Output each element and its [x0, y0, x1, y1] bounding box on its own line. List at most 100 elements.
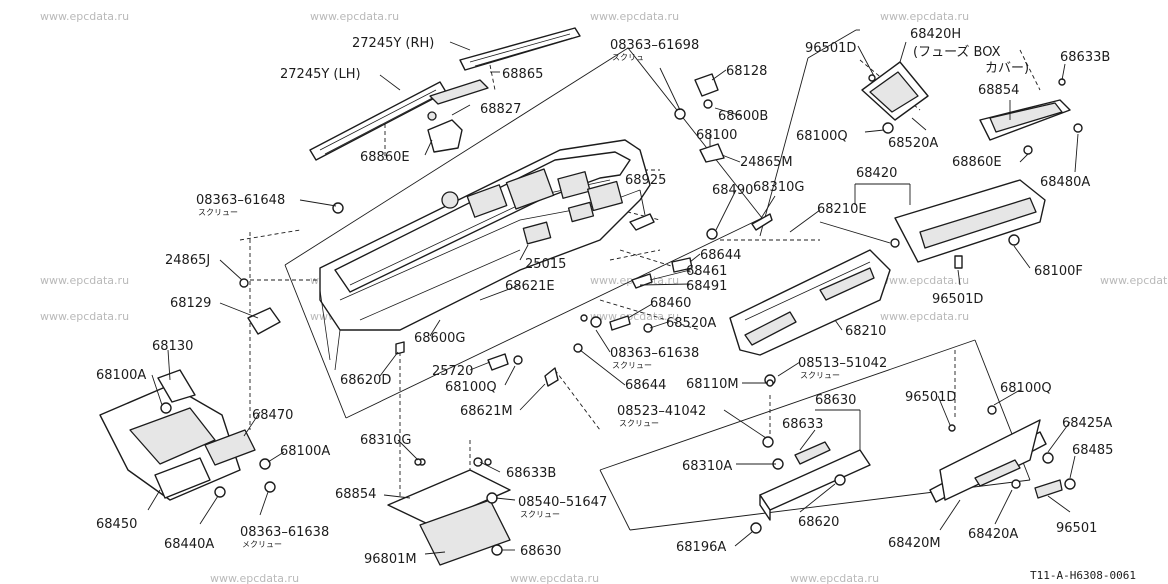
- watermark: www.epcdata.ru: [510, 572, 599, 584]
- part-label: 68310G: [753, 180, 804, 195]
- defroster-grilles: [309, 27, 581, 161]
- part-label: 68865: [502, 67, 543, 82]
- part-label: 68210: [845, 324, 886, 339]
- part-label: 68196A: [676, 540, 726, 555]
- part-label: 68480A: [1040, 175, 1090, 190]
- screw-label: スクリュー: [198, 208, 238, 217]
- part-label: 68925: [625, 173, 666, 188]
- part-label: 68310G: [360, 433, 411, 448]
- part-label: 68621E: [505, 279, 555, 294]
- watermark: www.epcdata.ru: [1100, 274, 1168, 287]
- part-label: 68520A: [666, 316, 716, 331]
- part-label: 68100Q: [1000, 381, 1052, 396]
- screw-label: スクリュー: [612, 361, 652, 370]
- leader-lines: [147, 41, 1079, 555]
- part-label: 68520A: [888, 136, 938, 151]
- part-label: 68210E: [817, 202, 867, 217]
- part-label: 08363–61638: [240, 525, 329, 540]
- part-label: 27245Y (LH): [280, 67, 361, 82]
- part-label: 25720: [432, 364, 473, 379]
- screw-label: スクリュー: [619, 419, 659, 428]
- part-label: 68128: [726, 64, 767, 79]
- part-label: 68100Q: [796, 129, 848, 144]
- part-label: 08363–61698: [610, 38, 699, 53]
- part-label: 68854: [978, 83, 1019, 98]
- screw-label: スクリュー: [800, 371, 840, 380]
- watermark: www.epcdata.ru: [880, 274, 969, 287]
- part-label: 68440A: [164, 537, 214, 552]
- lower-tray: [387, 457, 511, 566]
- right-glove-box: [929, 405, 1076, 503]
- part-label: 96501D: [805, 41, 856, 56]
- part-label: 25015: [525, 257, 566, 272]
- frame-lines: [284, 29, 1031, 531]
- part-label: 08513–51042: [798, 356, 887, 371]
- part-label: 96501D: [932, 292, 983, 307]
- part-label: 96801M: [364, 552, 417, 567]
- part-label: 24865J: [165, 253, 210, 268]
- part-label: 68100A: [96, 368, 146, 383]
- part-label: 68100Q: [445, 380, 497, 395]
- part-label: 68420: [856, 166, 897, 181]
- part-label: 68621M: [460, 404, 513, 419]
- part-label: 68630: [815, 393, 856, 408]
- part-label: 68827: [480, 102, 521, 117]
- part-label: 68633B: [506, 466, 556, 481]
- fasteners: [239, 73, 774, 466]
- lower-panel: [729, 249, 891, 356]
- watermark: www.epcdata.ru: [210, 572, 299, 584]
- part-label: 68490: [712, 183, 753, 198]
- watermark: www.epcdata.ru: [880, 10, 969, 23]
- part-label: 24865M: [740, 155, 793, 170]
- watermark: www.epcdata.ru: [880, 310, 969, 323]
- part-label: 68100A: [280, 444, 330, 459]
- part-label: 96501D: [905, 390, 956, 405]
- part-label: 68310A: [682, 459, 732, 474]
- part-label: 68461: [686, 264, 727, 279]
- part-label: 68470: [252, 408, 293, 423]
- part-label: 68100F: [1034, 264, 1083, 279]
- part-label: 68485: [1072, 443, 1113, 458]
- part-label: 68420M: [888, 536, 941, 551]
- part-label: 68450: [96, 517, 137, 532]
- diagram-code: T11-A-H6308-0061: [1030, 569, 1136, 582]
- part-label: 68129: [170, 296, 211, 311]
- part-label: 68420H: [910, 27, 961, 42]
- part-labels: 27245Y (RH) 27245Y (LH) 68865 68827 6886…: [96, 27, 1136, 582]
- instrument-panel: [319, 139, 651, 371]
- part-label: 68860E: [360, 150, 410, 165]
- part-label: 68854: [335, 487, 376, 502]
- part-label: 68630: [520, 544, 561, 559]
- watermark: www.epcdata.ru: [590, 310, 679, 323]
- fuse-box-cover: [861, 61, 1083, 155]
- right-lid: [751, 179, 1046, 269]
- screw-label: スクリュー: [520, 510, 560, 519]
- watermark: www.epcdata.ru: [790, 572, 879, 584]
- screw-label: スクリュ: [612, 53, 644, 62]
- part-label: カバー): [985, 61, 1029, 76]
- part-label: 68644: [700, 248, 741, 263]
- part-label: 68644: [625, 378, 666, 393]
- part-label: 08523–41042: [617, 404, 706, 419]
- part-label: 68420A: [968, 527, 1018, 542]
- screw-label: メクリュー: [242, 540, 282, 549]
- part-label: 96501: [1056, 521, 1097, 536]
- part-label: 68633B: [1060, 50, 1110, 65]
- part-label: 68860E: [952, 155, 1002, 170]
- part-label: 68460: [650, 296, 691, 311]
- part-label: 08363–61648: [196, 193, 285, 208]
- watermark: www.epcdata.ru: [590, 10, 679, 23]
- watermark: www.epcdata.ru: [40, 274, 129, 287]
- part-label: 68620: [798, 515, 839, 530]
- watermark: www.epcdata.ru: [310, 10, 399, 23]
- part-label: 68130: [152, 339, 193, 354]
- part-label: 68110M: [686, 377, 739, 392]
- watermark: www.epcdata.ru: [40, 310, 129, 323]
- part-label: 68633: [782, 417, 823, 432]
- part-label: 68425A: [1062, 416, 1112, 431]
- watermark: www.epcdata.ru: [40, 10, 129, 23]
- part-label: (フューズ BOX: [913, 44, 1001, 60]
- part-label: 08363–61638: [610, 346, 699, 361]
- part-label: 68620D: [340, 373, 391, 388]
